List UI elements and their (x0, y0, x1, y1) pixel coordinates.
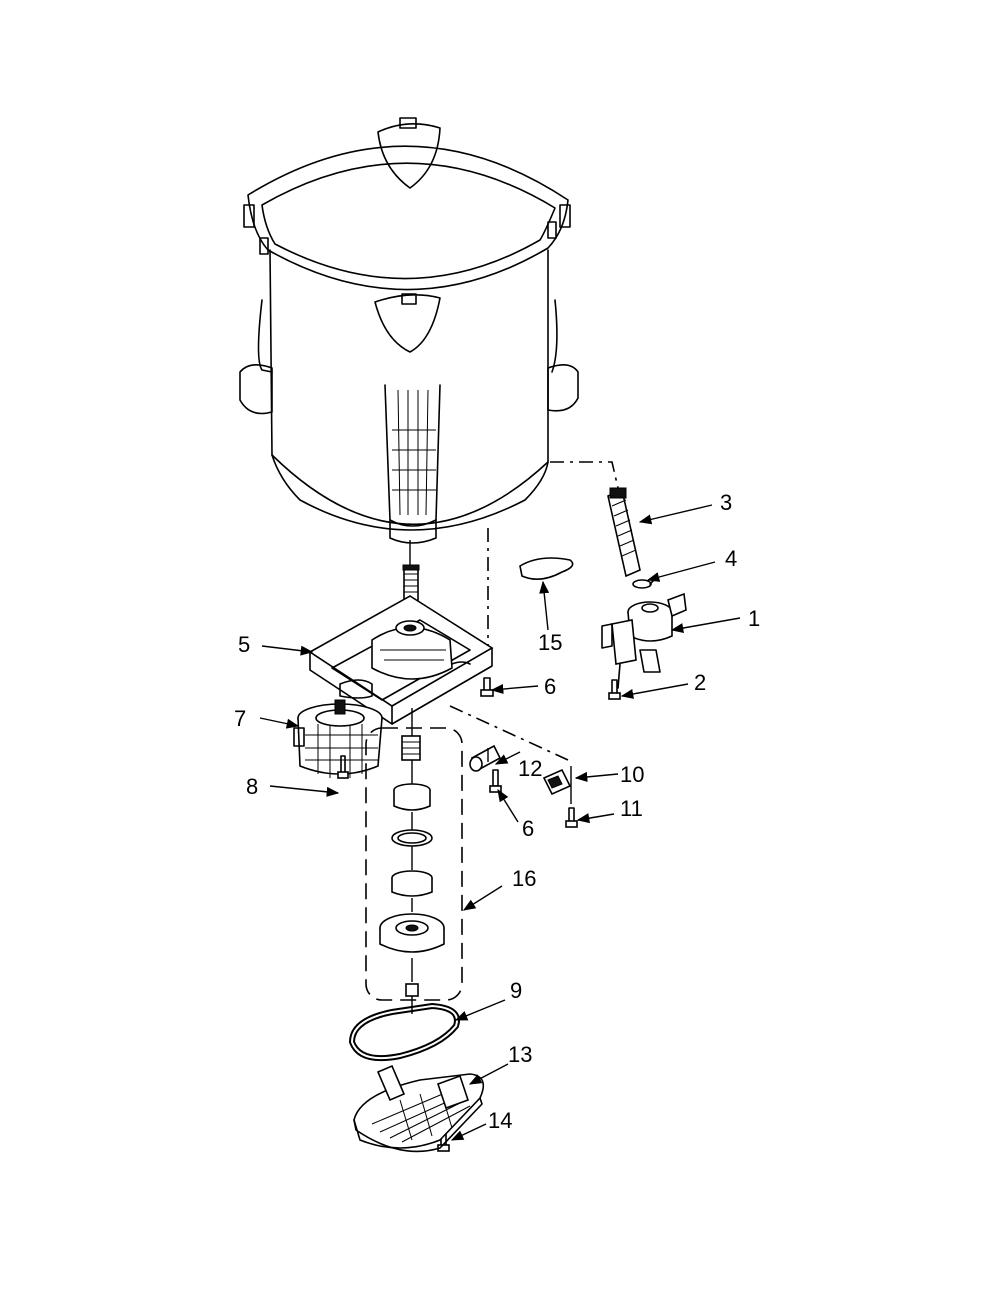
callout-7: 7 (234, 706, 246, 731)
callout-8: 8 (246, 774, 258, 799)
callout-15: 15 (538, 630, 562, 655)
callout-6-lower: 6 (522, 816, 534, 841)
callout-labels: 1 2 3 4 5 6 6 7 8 9 10 11 12 13 14 15 16 (234, 490, 760, 1133)
drive-mounting-plate (308, 595, 494, 725)
callout-11: 11 (620, 796, 643, 821)
callout-6-upper: 6 (544, 674, 556, 699)
shift-actuator (542, 766, 572, 804)
lint-filter-pad (519, 557, 574, 580)
assembly-centerlines (409, 461, 619, 761)
callout-1: 1 (748, 606, 760, 631)
motor-platform (353, 1064, 485, 1153)
motor-coupler (469, 744, 502, 772)
callout-3: 3 (720, 490, 732, 515)
pump-screw (608, 679, 621, 700)
motor-screw (337, 755, 349, 779)
callout-5: 5 (238, 632, 250, 657)
drain-pump (601, 592, 687, 689)
callout-4: 4 (725, 546, 737, 571)
wash-tub (239, 117, 579, 544)
callout-14: 14 (488, 1108, 512, 1133)
drive-belt (348, 996, 460, 1062)
plate-screw-lower (489, 769, 502, 793)
callout-13: 13 (508, 1042, 532, 1067)
callout-leaders (259, 504, 741, 1141)
callout-16: 16 (512, 866, 536, 891)
actuator-screw (565, 807, 578, 828)
drive-motor (293, 699, 383, 778)
pump-hose (607, 487, 641, 578)
callout-10: 10 (620, 762, 644, 787)
plate-screw-upper (480, 677, 494, 697)
callout-2: 2 (694, 670, 706, 695)
callout-9: 9 (510, 978, 522, 1003)
clutch-pulley-kit (365, 708, 463, 1001)
callout-12: 12 (518, 756, 542, 781)
